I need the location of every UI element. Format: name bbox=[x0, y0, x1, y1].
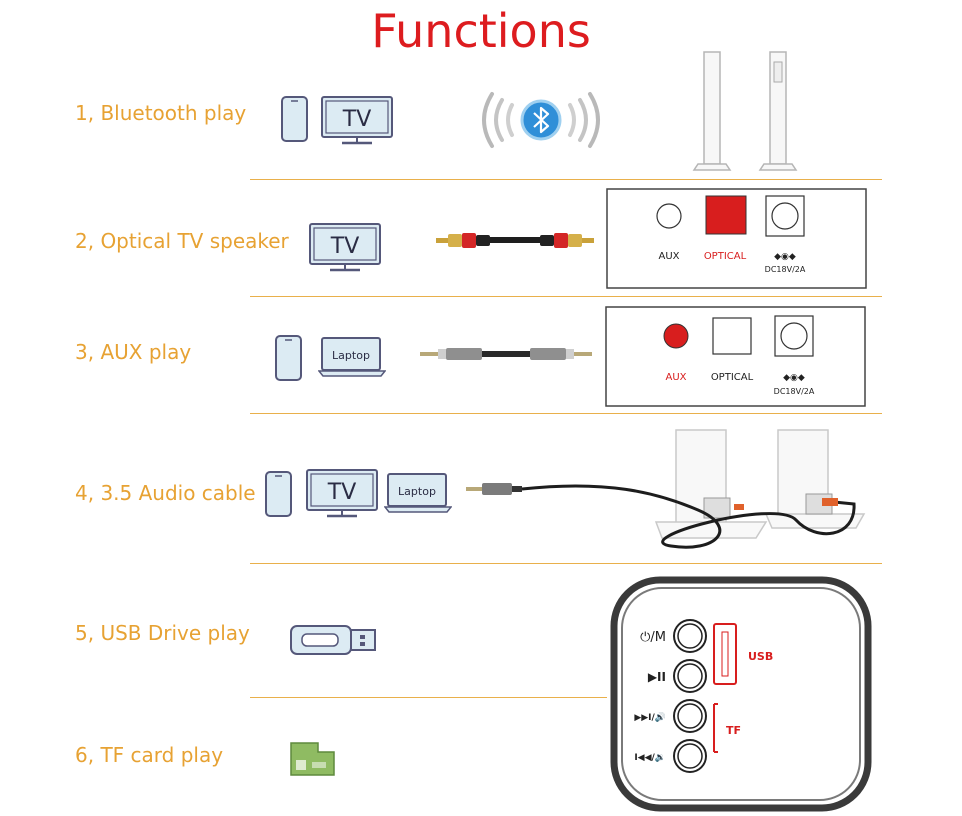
dc-symbol: ◆◉◆ bbox=[774, 252, 796, 262]
function-label-usb: 5, USB Drive play bbox=[75, 621, 250, 645]
dc-port-icon bbox=[780, 322, 808, 350]
divider bbox=[250, 563, 882, 564]
next-volume-label: ▶▶I/🔊 bbox=[634, 711, 666, 723]
divider bbox=[250, 296, 882, 297]
play-pause-label: ▶II bbox=[648, 670, 666, 684]
tv-icon: TV bbox=[321, 96, 393, 145]
laptop-label: Laptop bbox=[398, 485, 436, 498]
dc-symbol: ◆◉◆ bbox=[783, 373, 805, 383]
laptop-icon: Laptop bbox=[318, 337, 386, 377]
power-mode-label: ⏻/M bbox=[640, 630, 666, 645]
divider bbox=[250, 413, 882, 414]
prev-volume-label: I◀◀/🔉 bbox=[634, 753, 666, 763]
optical-port-icon bbox=[705, 195, 747, 235]
function-label-audio-cable: 4, 3.5 Audio cable bbox=[75, 481, 256, 505]
play-pause-button bbox=[673, 659, 707, 693]
port-panel-optical: AUX OPTICAL ◆◉◆ DC18V/2A bbox=[606, 188, 867, 289]
function-label-optical: 2, Optical TV speaker bbox=[75, 229, 289, 253]
usb-port-icon bbox=[713, 623, 737, 685]
aux-port-icon bbox=[663, 323, 689, 349]
divider bbox=[250, 697, 607, 698]
page-title: Functions bbox=[371, 4, 591, 58]
soundbar-tower-pair bbox=[692, 51, 798, 171]
port-panel-aux: AUX OPTICAL ◆◉◆ DC18V/2A bbox=[605, 306, 866, 407]
tv-label: TV bbox=[330, 234, 360, 259]
tf-slot-label: TF bbox=[726, 724, 741, 737]
prev-volume-button bbox=[673, 739, 707, 773]
function-label-aux: 3, AUX play bbox=[75, 340, 192, 364]
optical-port-icon bbox=[712, 317, 752, 355]
dc-port-label: DC18V/2A bbox=[774, 387, 815, 396]
control-panel: ⏻/M ▶II ▶▶I/🔊 I◀◀/🔉 USB TF bbox=[610, 576, 872, 812]
tf-card-icon bbox=[290, 742, 335, 776]
aux-port-label: AUX bbox=[665, 372, 686, 383]
dc-port-icon bbox=[771, 202, 799, 230]
dc-port-label: DC18V/2A bbox=[765, 265, 806, 274]
optical-port-label: OPTICAL bbox=[704, 251, 747, 262]
aux-port-icon bbox=[656, 203, 682, 229]
laptop-label: Laptop bbox=[332, 349, 370, 362]
laptop-icon: Laptop bbox=[384, 473, 452, 513]
audio-cable-tower-illustration bbox=[466, 429, 866, 549]
tv-icon: TV bbox=[309, 223, 381, 272]
power-mode-button bbox=[673, 619, 707, 653]
tv-icon: TV bbox=[306, 469, 378, 518]
function-label-bluetooth: 1, Bluetooth play bbox=[75, 101, 247, 125]
phone-icon bbox=[265, 471, 292, 517]
optical-cable-icon bbox=[436, 233, 594, 248]
divider bbox=[250, 179, 882, 180]
aux-cable-icon bbox=[420, 348, 592, 360]
next-volume-button bbox=[673, 699, 707, 733]
aux-port-label: AUX bbox=[658, 251, 679, 262]
usb-port-label: USB bbox=[748, 650, 773, 663]
bluetooth-icon bbox=[482, 92, 600, 148]
usb-drive-icon bbox=[290, 625, 376, 655]
phone-icon bbox=[275, 335, 302, 381]
phone-icon bbox=[281, 96, 308, 142]
function-label-tf: 6, TF card play bbox=[75, 743, 224, 767]
tv-label: TV bbox=[342, 107, 372, 132]
tv-label: TV bbox=[327, 480, 357, 505]
optical-port-label: OPTICAL bbox=[711, 372, 754, 383]
